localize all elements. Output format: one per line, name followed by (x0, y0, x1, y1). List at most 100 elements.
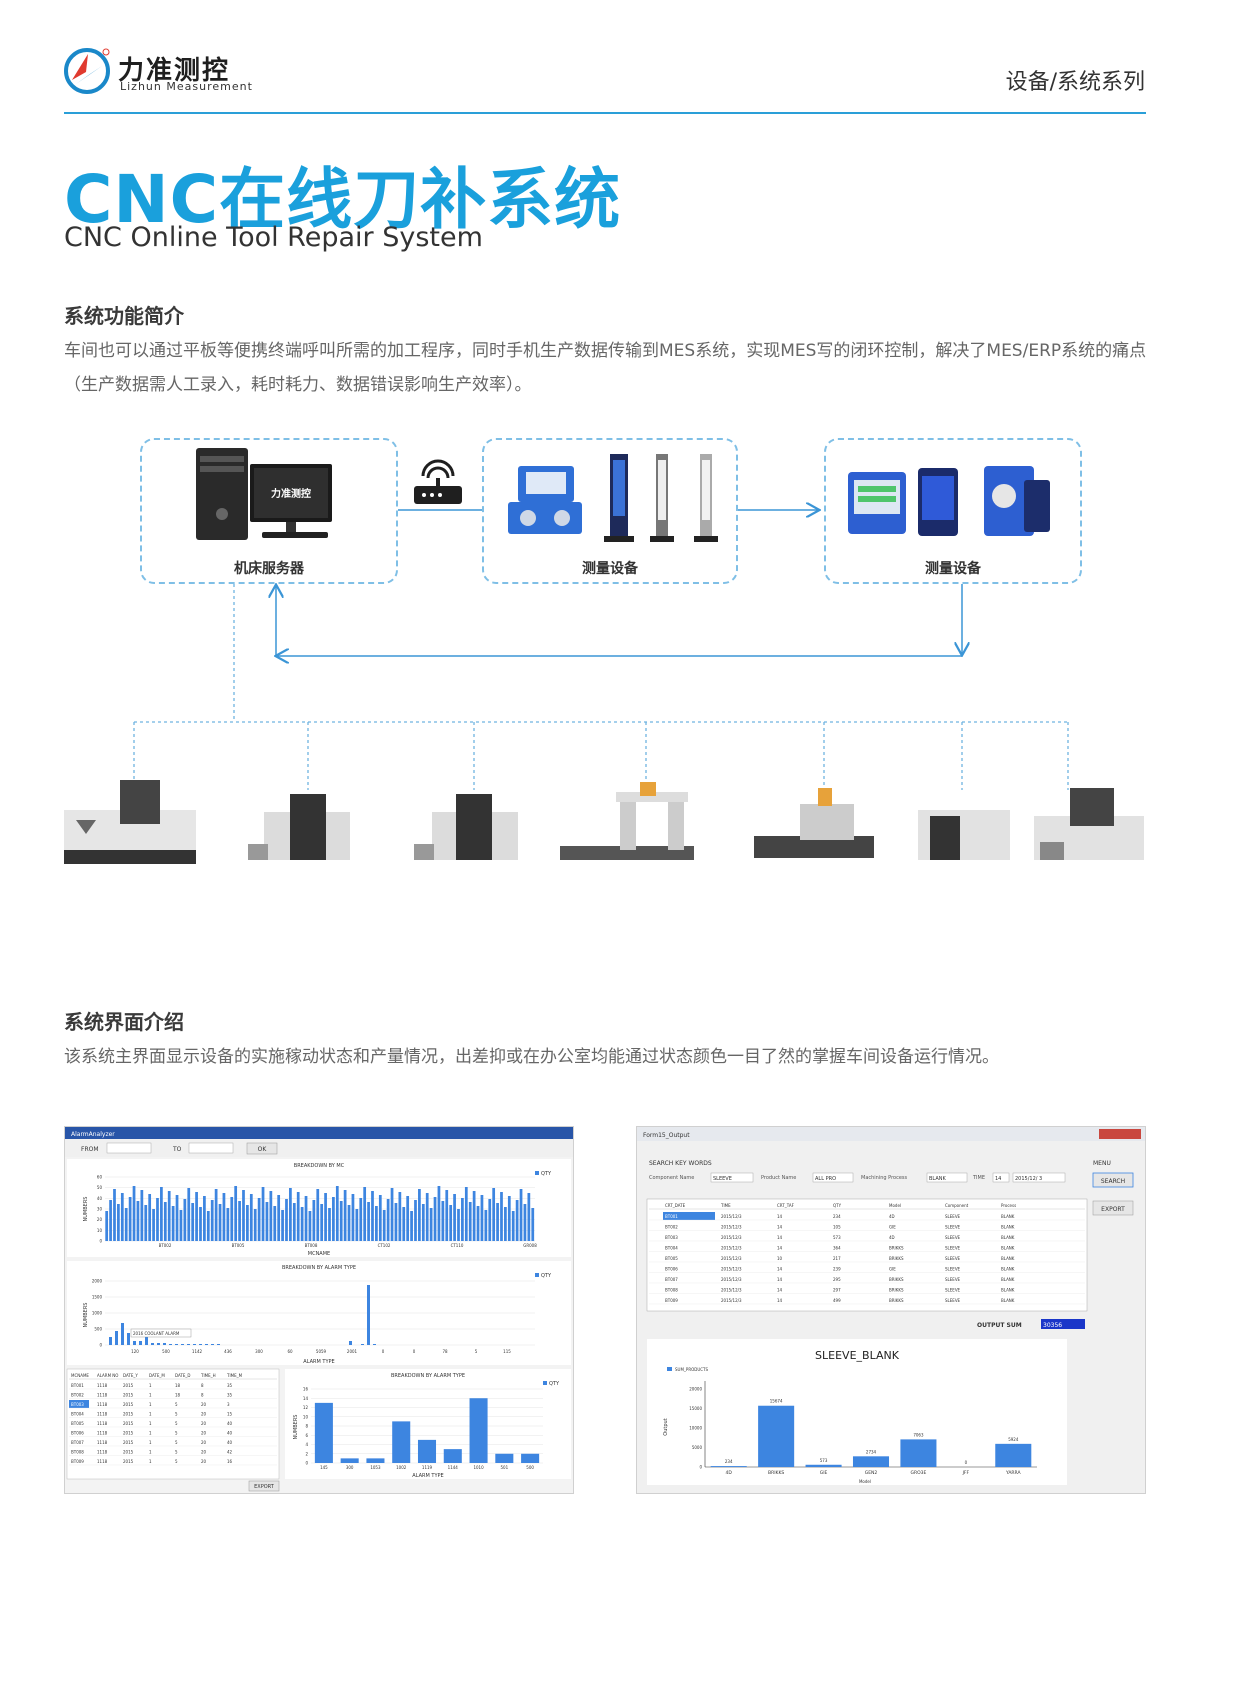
machining-select[interactable] (926, 1172, 968, 1183)
chart1-bar (120, 1193, 124, 1241)
output-table-cell: 2015/12/3 (721, 1256, 742, 1261)
alarm-table-cell: 1 (149, 1450, 152, 1455)
chart3-bar (366, 1458, 385, 1463)
sleeve-data-label: 5924 (1008, 1437, 1019, 1442)
date-value: 2015/12/ 3 (1015, 1176, 1042, 1182)
server-box-label: 机床服务器 (234, 561, 304, 577)
alarm-table-cell: 35 (227, 1393, 233, 1398)
chart1-bar (511, 1211, 515, 1241)
alarm-table-cell: 1118 (97, 1431, 108, 1436)
header-divider (64, 112, 1146, 114)
chart1-bar (105, 1211, 109, 1241)
chart1-ylabel: NUMBERS (83, 1197, 89, 1222)
output-table-cell: BT001 (665, 1214, 678, 1219)
output-form-window: Form15_Output SEARCH KEY WORDS Component… (637, 1127, 1145, 1493)
chart1-bar (281, 1210, 284, 1241)
output-table-cell: 499 (833, 1298, 841, 1303)
chart1-bar (468, 1202, 472, 1241)
search-button[interactable] (1092, 1172, 1134, 1188)
chart1-x-tick: GR008 (523, 1243, 537, 1248)
chart2-x-tick: 500 (162, 1349, 170, 1354)
chart2-bar (181, 1344, 184, 1345)
chart1-bar (273, 1206, 277, 1241)
machining-value: BLANK (929, 1176, 946, 1182)
chart1-bar (160, 1187, 163, 1241)
output-table-cell: 14 (777, 1288, 783, 1293)
chart1-bar (289, 1188, 292, 1241)
chart1-bar (292, 1203, 296, 1241)
chart1-y-tick: 20 (97, 1217, 103, 1222)
product-select[interactable] (812, 1172, 854, 1183)
chart2-x-tick: 5059 (316, 1349, 327, 1354)
output-table-cell: BLANK (1001, 1214, 1015, 1219)
measuring-device-2-icon (604, 454, 634, 542)
output-table-cell: BRIKKS (889, 1298, 904, 1303)
ok-button-label: OK (258, 1146, 268, 1153)
chart2-bar (367, 1285, 370, 1345)
output-table-cell: 14 (777, 1298, 783, 1303)
chart1-bar (359, 1198, 363, 1241)
chart3-xlabel: ALARM TYPE (412, 1473, 443, 1479)
chart1-bar (402, 1207, 406, 1241)
chart1-bar (433, 1197, 437, 1241)
chart2-bar (145, 1337, 148, 1345)
alarm-table-selected-cell (69, 1400, 89, 1408)
sleeve-x-tick: GEN2 (865, 1470, 878, 1476)
chart2-y-tick: 1500 (92, 1295, 103, 1300)
alarm-table-cell: BT004 (71, 1412, 84, 1417)
chart1-bar (449, 1205, 453, 1241)
alarm-table-cell: 5 (175, 1412, 178, 1417)
chart2-x-tick: 60 (287, 1349, 293, 1354)
chart1-bar (425, 1193, 429, 1241)
chart1-bar (461, 1198, 464, 1241)
chart2-y-tick: 1000 (92, 1311, 103, 1316)
window-close-icon[interactable] (1099, 1129, 1141, 1139)
chart2-title: BREAKDOWN BY ALARM TYPE (282, 1265, 356, 1271)
chart1-bar (398, 1192, 402, 1241)
component-select[interactable] (710, 1172, 754, 1183)
chart3-y-tick: 4 (305, 1442, 308, 1447)
chart1-bar (453, 1194, 456, 1241)
date-picker[interactable] (1012, 1172, 1066, 1183)
intro-heading: 系统功能简介 (64, 304, 184, 328)
output-table-cell: 2015/12/3 (721, 1277, 742, 1282)
output-table-header: Component (945, 1203, 969, 1208)
output-table-cell: SLEEVE (945, 1235, 961, 1240)
chart1-bar (335, 1186, 339, 1241)
network-diagram: 力准测控 (64, 448, 1144, 864)
chart1-bar (324, 1193, 327, 1241)
export-button[interactable] (248, 1480, 280, 1492)
chart3-bar (469, 1398, 488, 1463)
time-field[interactable] (992, 1172, 1010, 1183)
chart1-bars (105, 1186, 535, 1241)
ok-button[interactable] (246, 1142, 278, 1155)
chart2-tooltip: 2016 COOLANT ALARM (133, 1331, 180, 1336)
output-table-cell: 2015/12/3 (721, 1246, 742, 1251)
export-button-right[interactable] (1092, 1200, 1134, 1216)
logo-text-cn: 力准测控 (118, 56, 231, 86)
alarm-table-cell: 2015 (123, 1431, 134, 1436)
chart1-bar (328, 1208, 331, 1241)
measuring-box-2-label: 测量设备 (925, 561, 981, 577)
alarm-table-cell: BT005 (71, 1421, 84, 1426)
chart3-x-tick: 1119 (422, 1465, 433, 1470)
chart1-bar (308, 1211, 312, 1241)
monitor-logo-text: 力准测控 (271, 487, 311, 500)
alarm-table-cell: 1 (149, 1459, 152, 1464)
output-table-cell: 14 (777, 1225, 783, 1230)
chart3-bar (340, 1458, 359, 1463)
to-date-field[interactable] (188, 1142, 234, 1154)
cnc-machine-5-icon (754, 788, 874, 858)
chart2-bar (127, 1333, 130, 1345)
alarm-table-cell: 1118 (97, 1393, 108, 1398)
menu-label: MENU (1093, 1160, 1111, 1167)
chart1-bar (418, 1189, 421, 1241)
chart3-y-tick: 0 (305, 1461, 308, 1466)
server-box: 机床服务器 (140, 438, 398, 584)
from-date-field[interactable] (106, 1142, 152, 1154)
chart1-bar (218, 1204, 222, 1241)
chart1-bar (261, 1187, 265, 1241)
chart1-bar (507, 1196, 511, 1241)
chart3-x-tick: 145 (320, 1465, 328, 1470)
